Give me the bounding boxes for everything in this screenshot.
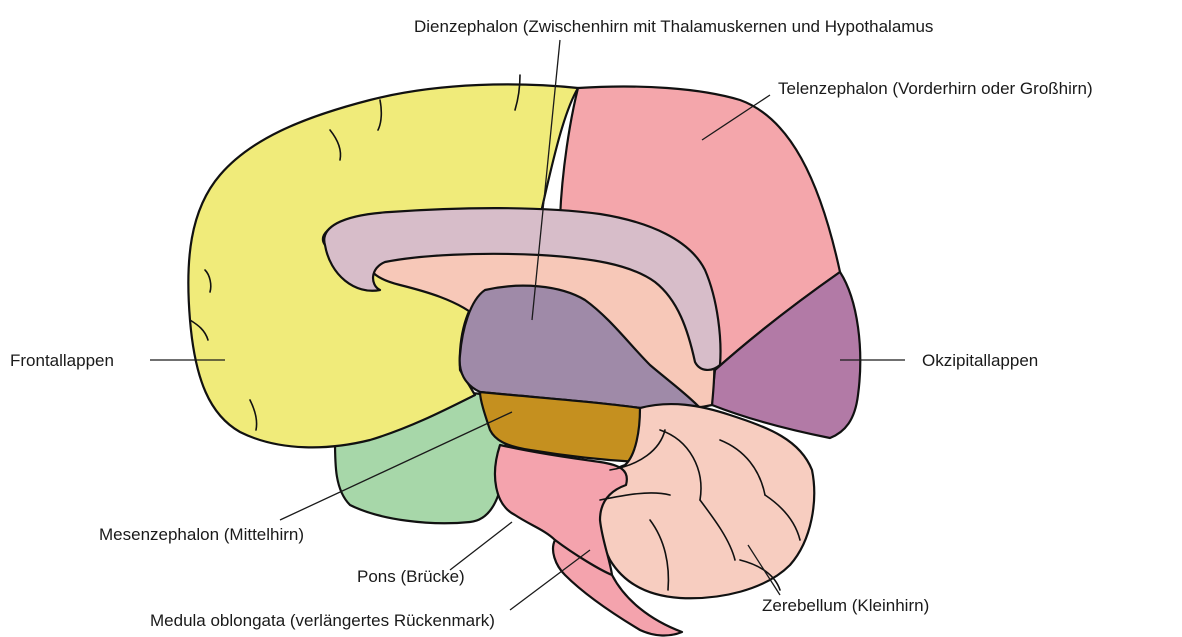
label-zerebellum: Zerebellum (Kleinhirn) [762,596,929,615]
label-okzipitallappen: Okzipitallappen [922,351,1038,370]
label-dienzephalon: Dienzephalon (Zwischenhirn mit Thalamusk… [414,17,933,36]
label-frontallappen: Frontallappen [10,351,114,370]
label-pons: Pons (Brücke) [357,567,465,586]
label-medulla: Medula oblongata (verlängertes Rückenmar… [150,611,495,630]
label-telenzephalon: Telenzephalon (Vorderhirn oder Großhirn) [778,79,1093,98]
leader-pons [450,522,512,570]
label-mesenzephalon: Mesenzephalon (Mittelhirn) [99,525,304,544]
